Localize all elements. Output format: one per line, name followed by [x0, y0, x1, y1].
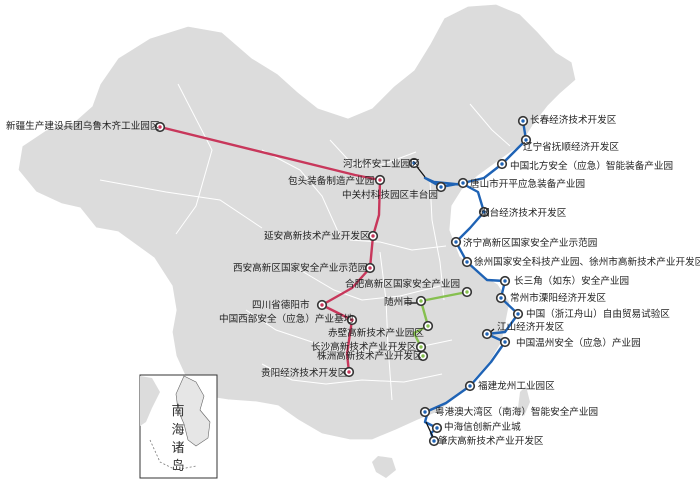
- station-marker-dot: [347, 370, 351, 374]
- label-huaian: 河北怀安工业园区: [343, 158, 420, 170]
- station-marker-dot: [435, 426, 439, 430]
- label-baotou: 包头装备制造产业园: [288, 175, 374, 187]
- label-deyang: 四川省德阳市: [252, 299, 310, 311]
- station-marker-dot: [500, 162, 504, 166]
- label-north-safety-park: 中国北方安全（应急）智能装备产业园: [510, 160, 673, 172]
- label-yanan: 延安高新技术产业开发区: [264, 230, 370, 242]
- label-xuzhou: 徐州国家安全科技产业园、徐州市高新技术产业开发区: [474, 256, 700, 268]
- label-rudong: 长三角（如东）安全产业园: [514, 275, 629, 287]
- station-marker-dot: [524, 138, 528, 142]
- china-landmass: [17, 3, 577, 478]
- station-marker-dot: [368, 266, 372, 270]
- station-marker-dot: [412, 161, 416, 165]
- station-marker-dot: [465, 290, 469, 294]
- label-wenzhou: 中国温州安全（应急）产业园: [516, 337, 641, 349]
- station-markers: [154, 115, 532, 447]
- station-marker-dot: [499, 296, 503, 300]
- station-marker-dot: [378, 178, 382, 182]
- inset-title-char-1: 南: [171, 403, 184, 419]
- label-longzhou: 福建龙州工业园区: [478, 380, 555, 392]
- south-china-sea-inset: 南 海 诸 岛: [139, 374, 218, 479]
- station-marker-dot: [503, 340, 507, 344]
- station-marker-dot: [419, 345, 423, 349]
- label-tangshan: 唐山市开平应急装备产业园: [470, 178, 585, 190]
- blue-route: [423, 120, 528, 442]
- label-suizhou: 随州市: [384, 296, 413, 308]
- station-marker-dot: [371, 234, 375, 238]
- inset-title-char-2: 海: [171, 423, 184, 438]
- inset-title-char-3: 诸: [171, 441, 184, 456]
- province-boundaries: [99, 83, 511, 401]
- inset-coastline-left: [140, 376, 160, 426]
- label-fushun: 辽宁省抚顺经济开发区: [523, 141, 619, 153]
- station-marker-dot: [439, 185, 443, 189]
- label-liyang: 常州市溧阳经济开发区: [510, 292, 606, 304]
- station-marker-dot: [485, 332, 489, 336]
- label-zhongguancun: 中关村科技园区丰台园: [342, 189, 438, 201]
- land-shape: [17, 3, 577, 441]
- label-changsha: 长沙高新技术产业开发区: [311, 341, 417, 353]
- label-jiangshan: 江山经济开发区: [497, 321, 565, 333]
- station-marker-dot: [482, 210, 486, 214]
- station-marker-dot: [320, 303, 324, 307]
- station-marker-dot: [503, 279, 507, 283]
- label-zhuzhou: 株洲高新技术产业开发区: [317, 350, 423, 362]
- station-marker-dot: [432, 439, 436, 443]
- station-marker-dot: [423, 410, 427, 414]
- label-xian: 西安高新区国家安全产业示范园: [233, 262, 367, 274]
- station-marker-dot: [521, 119, 525, 123]
- label-zhoushan: 中国（浙江舟山）自由贸易试验区: [526, 308, 670, 320]
- station-marker-dot: [454, 240, 458, 244]
- label-chibi: 赤壁高新技术产业园区: [328, 327, 424, 339]
- label-yantai: 烟台经济技术开发区: [480, 207, 567, 219]
- label-west-safety-base: 中国西部安全（应急）产业基地: [219, 313, 354, 325]
- inset-title-char-4: 岛: [171, 458, 184, 474]
- hainan-island: [372, 456, 396, 478]
- label-hefei: 合肥高新区国家安全产业园: [345, 278, 460, 290]
- inset-boundary: [149, 439, 197, 471]
- label-urumqi: 新疆生产建设兵团乌鲁木齐工业园区: [6, 120, 160, 132]
- station-marker-dot: [468, 384, 472, 388]
- label-nanhai: 粤港澳大湾区（南海）智能安全产业园: [435, 406, 598, 418]
- label-guiyang: 贵阳经济技术开发区: [261, 367, 348, 379]
- station-marker-dot: [465, 260, 469, 264]
- station-marker-dot: [158, 125, 162, 129]
- station-marker-dot: [461, 181, 465, 185]
- station-marker-dot: [350, 318, 354, 322]
- station-marker-dot: [426, 324, 430, 328]
- station-labels: 新疆生产建设兵团乌鲁木齐工业园区 河北怀安工业园区 包头装备制造产业园 中关村科…: [6, 114, 700, 447]
- station-marker-dot: [516, 312, 520, 316]
- station-marker-dot: [419, 299, 423, 303]
- station-marker-dot: [421, 354, 425, 358]
- label-zhaoqing: 肇庆高新技术产业开发区: [438, 435, 544, 447]
- label-zhonghaixin: 中海信创新产业城: [444, 421, 521, 433]
- label-jining: 济宁高新区国家安全产业示范园: [463, 237, 597, 249]
- label-changchun: 长春经济技术开发区: [530, 114, 617, 126]
- taiwan-island: [518, 386, 530, 416]
- inset-coastline-right: [175, 375, 211, 447]
